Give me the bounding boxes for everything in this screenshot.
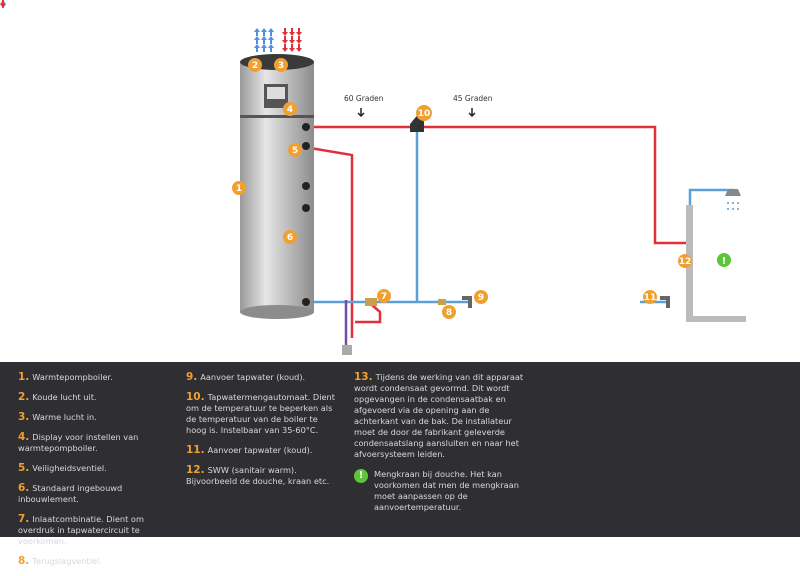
boiler [240, 54, 314, 319]
drain-icon [342, 345, 352, 355]
safety-valve-pipe [309, 146, 354, 338]
legend-column-1: 1.Warmtepompboiler. 2.Koude lucht uit. 3… [18, 372, 178, 576]
hot-water-pipe [308, 125, 690, 245]
legend-item: 13.Tijdens de werking van dit apparaat w… [354, 371, 524, 460]
badges: 1 2 3 4 5 6 7 8 9 10 11 12 [232, 58, 692, 319]
shower-supply-pipe [688, 188, 735, 250]
legend-panel: 1.Warmtepompboiler. 2.Koude lucht uit. 3… [0, 362, 800, 567]
badge-2: 2 [248, 58, 262, 72]
svg-text:5: 5 [292, 146, 298, 156]
svg-text:2: 2 [252, 61, 258, 71]
legend-item: 5.Veiligheidsventiel. [18, 462, 107, 474]
inlet-red-pipe [355, 304, 382, 324]
badge-4: 4 [283, 102, 297, 116]
cold-air-arrows-icon [0, 0, 274, 52]
legend-item: 8.Terugslagventiel. [18, 555, 102, 567]
warm-air-arrows-icon [0, 0, 302, 52]
badge-6: 6 [283, 230, 297, 244]
badge-7: 7 [377, 289, 391, 303]
check-valve-icon [438, 299, 446, 305]
legend-item: 3.Warme lucht in. [18, 411, 97, 423]
heat-pump-boiler-diagram: ! 60 Graden 45 Graden 1 2 3 4 5 6 7 8 9 … [0, 0, 746, 355]
exclamation-icon: ! [354, 469, 368, 483]
legend-item: 11.Aanvoer tapwater (koud). [186, 444, 313, 456]
legend-column-2: 9.Aanvoer tapwater (koud). 10.Tapwaterme… [186, 372, 336, 496]
svg-text:8: 8 [446, 308, 452, 318]
legend-item: 2.Koude lucht uit. [18, 391, 97, 403]
svg-text:7: 7 [381, 292, 387, 302]
temp-label-60: 60 Graden [344, 94, 384, 103]
legend-item: 7.Inlaatcombinatie. Dient om overdruk in… [18, 513, 144, 547]
badge-11: 11 [643, 290, 657, 304]
svg-text:11: 11 [644, 293, 657, 303]
arrow-down-icon [468, 108, 476, 118]
badge-5: 5 [288, 143, 302, 157]
svg-text:12: 12 [679, 257, 692, 267]
inlet-valve-icon [365, 298, 377, 306]
shower-head-icon [725, 189, 741, 210]
shower-stand [686, 205, 746, 322]
tap-icon [462, 296, 472, 308]
svg-text:!: ! [722, 256, 727, 267]
badge-3: 3 [274, 58, 288, 72]
pipes [308, 125, 735, 345]
legend-item: 1.Warmtepompboiler. [18, 371, 113, 383]
mixer-tap-note-icon: ! [717, 253, 731, 267]
legend-item: 9.Aanvoer tapwater (koud). [186, 371, 306, 383]
svg-text:6: 6 [287, 233, 293, 243]
legend-column-3: 13.Tijdens de werking van dit apparaat w… [354, 372, 534, 513]
badge-10: 10 [416, 105, 432, 121]
tap-icon [660, 296, 670, 308]
legend-item: 4.Display voor instellen van warmtepompb… [18, 431, 139, 454]
legend-item: 12.SWW (sanitair warm). Bijvoorbeeld de … [186, 464, 330, 487]
legend-item: 6.Standaard ingebouwd inbouwlement. [18, 482, 123, 505]
badge-8: 8 [442, 305, 456, 319]
temp-label-45: 45 Graden [453, 94, 493, 103]
badge-9: 9 [474, 290, 488, 304]
svg-text:3: 3 [278, 61, 284, 71]
badge-12: 12 [678, 254, 692, 268]
svg-text:1: 1 [236, 184, 242, 194]
svg-text:10: 10 [418, 109, 431, 119]
svg-text:9: 9 [478, 293, 484, 303]
arrow-down-icon [357, 108, 365, 118]
svg-text:4: 4 [287, 105, 293, 115]
badge-1: 1 [232, 181, 246, 195]
legend-note: ! Mengkraan bij douche. Het kan voorkome… [354, 469, 534, 513]
legend-item: 10.Tapwatermengautomaat. Dient om de tem… [186, 391, 335, 436]
